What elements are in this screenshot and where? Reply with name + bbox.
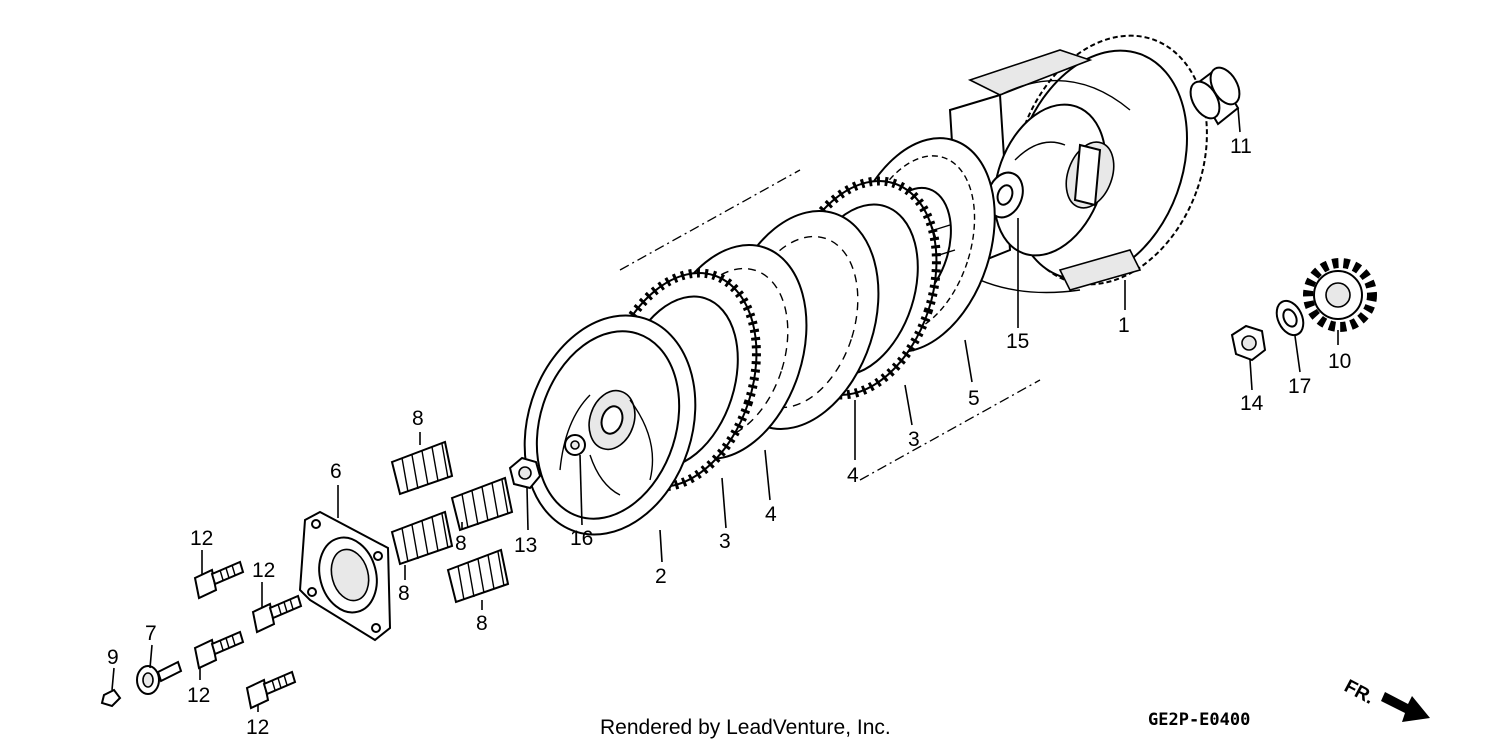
callout-1: 1	[1118, 314, 1130, 337]
part-14-nut	[1230, 324, 1267, 362]
callout-12-c: 12	[187, 684, 210, 707]
assembly-axis-lines	[619, 169, 1041, 481]
callout-12-a: 12	[190, 527, 213, 550]
rendered-by-credit: Rendered by LeadVenture, Inc.	[600, 716, 891, 739]
callout-3-front: 3	[719, 530, 731, 553]
part-1-clutch-outer	[948, 34, 1208, 294]
part-8-spring-bottom	[446, 548, 510, 604]
callout-5: 5	[968, 387, 980, 410]
callout-4-front: 4	[765, 503, 777, 526]
part-12-bolt-d	[245, 670, 297, 710]
part-8-spring-middle-right	[450, 476, 514, 532]
part-13-lifter	[508, 456, 542, 490]
part-9-screw	[100, 688, 122, 708]
callout-3-rear: 3	[908, 428, 920, 451]
callout-17: 17	[1288, 375, 1311, 398]
front-direction-arrow: FR.	[1341, 676, 1430, 722]
callout-4-rear: 4	[847, 464, 859, 487]
part-7-bolt-washer	[136, 660, 183, 695]
part-8-spring-top	[390, 440, 454, 496]
callout-9: 9	[107, 646, 119, 669]
part-16-bearing	[564, 434, 586, 456]
callout-8-middle-left: 8	[398, 582, 410, 605]
callout-8-middle-right: 8	[455, 532, 467, 555]
callout-16: 16	[570, 527, 593, 550]
callout-11: 11	[1230, 135, 1252, 158]
part-10-sprocket	[1303, 258, 1377, 332]
leader-lines	[111, 107, 1339, 712]
arrow-right-down-icon	[1381, 692, 1430, 722]
callout-7: 7	[145, 622, 157, 645]
callout-6: 6	[330, 460, 342, 483]
diagram-code: GE2P-E0400	[1148, 710, 1251, 730]
part-2-pressure-plate	[523, 314, 697, 536]
callout-10: 10	[1328, 350, 1351, 373]
callout-14: 14	[1240, 392, 1264, 415]
part-12-bolt-a	[193, 560, 245, 600]
callout-12-b: 12	[252, 559, 275, 582]
part-12-bolt-b	[251, 594, 303, 634]
part-12-bolt-c	[193, 630, 245, 670]
callout-8-bottom: 8	[476, 612, 488, 635]
part-6-lifter-plate	[298, 510, 392, 642]
part-17-washer	[1275, 299, 1305, 337]
part-8-spring-middle-left	[390, 510, 454, 566]
callout-15: 15	[1006, 330, 1029, 353]
callout-8-top: 8	[412, 407, 424, 430]
front-direction-label: FR.	[1341, 676, 1378, 709]
callout-labels: 1 2 3 3 4 4 5 6 7 8 8 8 8 9 10 11 12 12 …	[107, 135, 1351, 739]
callout-2: 2	[655, 565, 667, 588]
callout-13: 13	[514, 534, 537, 557]
callout-12-d: 12	[246, 716, 269, 739]
